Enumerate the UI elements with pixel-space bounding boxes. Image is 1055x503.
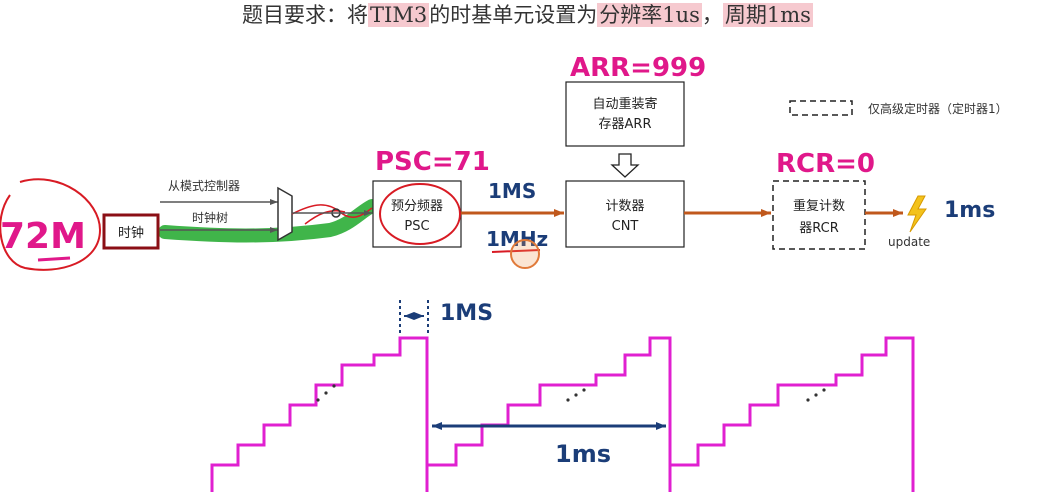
arr-label-2: 存器ARR bbox=[599, 117, 652, 132]
update-period-annotation: 1ms bbox=[944, 198, 995, 223]
title-middle: 的时基单元设置为 bbox=[429, 3, 598, 27]
clock-mux bbox=[277, 186, 293, 242]
update-label: update bbox=[888, 235, 930, 249]
underline-72m bbox=[37, 256, 71, 262]
ellipsis-dot bbox=[332, 384, 336, 388]
ellipsis-dot bbox=[574, 393, 578, 397]
ellipsis-dot bbox=[316, 398, 320, 402]
title-timer: TIM3 bbox=[368, 3, 430, 27]
title-resolution: 分辨率1us bbox=[597, 3, 702, 27]
rcr-label-1: 重复计数 bbox=[793, 198, 845, 214]
arr-value-annotation: ARR=999 bbox=[570, 53, 706, 83]
arr-box bbox=[565, 81, 685, 147]
clock-box bbox=[102, 213, 160, 250]
ellipsis-dot bbox=[814, 393, 818, 397]
psc-label-1: 预分频器 bbox=[391, 199, 443, 214]
legend-label: 仅高级定时器（定时器1） bbox=[868, 101, 1008, 116]
legend-dashed-swatch bbox=[789, 100, 853, 116]
slave-mode-label: 从模式控制器 bbox=[168, 179, 240, 193]
tick-freq-underline bbox=[491, 249, 541, 253]
clock-tree-label: 时钟树 bbox=[192, 210, 228, 225]
arr-to-cnt-arrow bbox=[610, 153, 640, 178]
cnt-label-2: CNT bbox=[612, 219, 639, 234]
input-freq-label: 72M bbox=[0, 216, 86, 257]
ellipsis-dot bbox=[582, 388, 586, 392]
clock-label: 时钟 bbox=[118, 225, 144, 241]
psc-value-annotation: PSC=71 bbox=[375, 147, 490, 177]
rcr-value-annotation: RCR=0 bbox=[776, 149, 875, 179]
ellipsis-dot bbox=[566, 398, 570, 402]
psc-box bbox=[372, 180, 462, 248]
cnt-label-1: 计数器 bbox=[605, 199, 644, 214]
cursor-ring bbox=[510, 239, 540, 269]
cycle-period-annotation: 1ms bbox=[555, 440, 611, 468]
step-width-annotation: 1MS bbox=[440, 301, 493, 326]
counter-staircase-wave bbox=[210, 336, 915, 492]
ellipsis-dot bbox=[806, 398, 810, 402]
psc-label-2: PSC bbox=[404, 219, 429, 234]
red-circle-72m bbox=[0, 178, 102, 271]
rcr-label-2: 器RCR bbox=[799, 221, 839, 236]
lightning-icon bbox=[907, 195, 927, 233]
page-title: 题目要求：将TIM3的时基单元设置为分辨率1us，周期1ms bbox=[0, 0, 1055, 34]
title-period: 周期1ms bbox=[722, 3, 813, 27]
title-prefix: 题目要求：将 bbox=[242, 3, 369, 27]
psc-red-circle bbox=[379, 183, 461, 245]
arr-label-1: 自动重装寄 bbox=[592, 96, 657, 112]
tick-period-annotation: 1MS bbox=[488, 179, 536, 203]
green-highlight bbox=[158, 199, 379, 243]
title-sep: ， bbox=[701, 3, 723, 27]
cnt-box bbox=[565, 180, 685, 248]
ellipsis-dot bbox=[822, 388, 826, 392]
ellipsis-dot bbox=[324, 391, 328, 395]
rcr-box bbox=[772, 180, 866, 250]
